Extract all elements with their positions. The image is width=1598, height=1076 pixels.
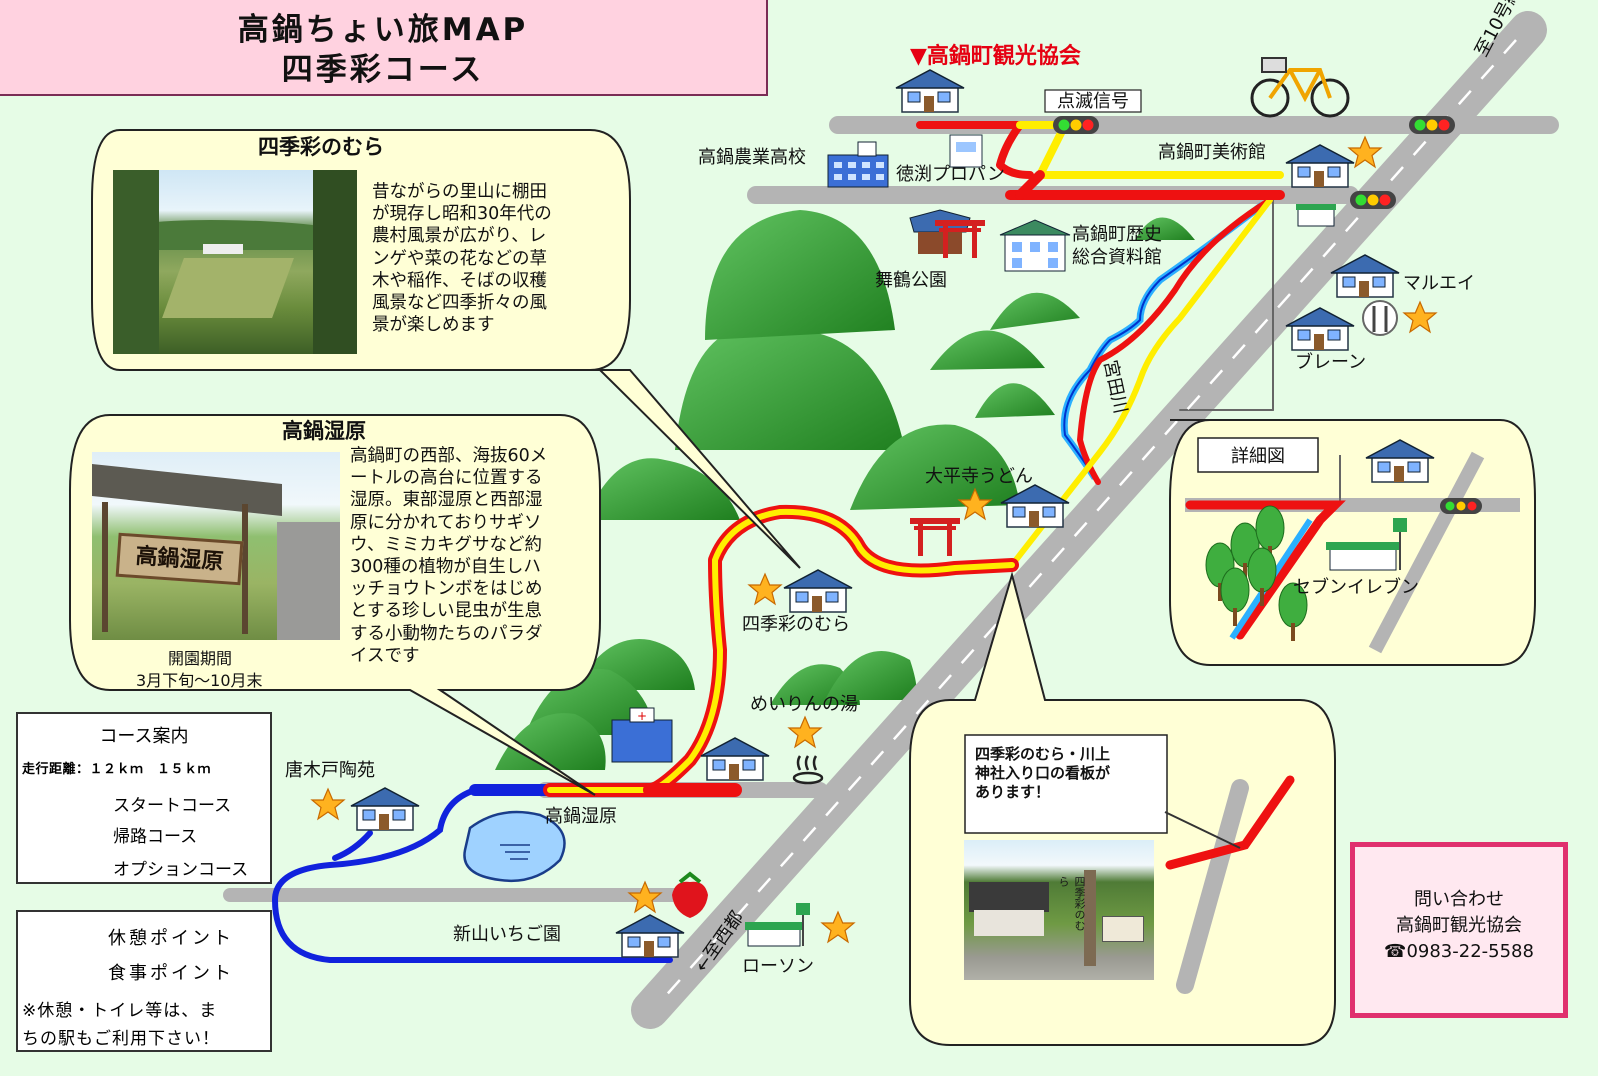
bicycle-icon [1250, 57, 1350, 118]
pottery-label: 唐木戸陶苑 [285, 760, 375, 781]
meal-icon-brain [1362, 300, 1398, 336]
agri-school-label: 高鍋農業高校 [698, 147, 806, 168]
rest-star-lawson [821, 911, 855, 943]
spa-building [700, 737, 770, 781]
tourism-association-building [895, 69, 965, 113]
map-title: 高鍋ちょい旅MAP 四季彩コース [0, 0, 768, 96]
brain-label: ブレーン [1295, 351, 1366, 373]
rest-star-brain [1403, 301, 1437, 333]
rest-star-spa [788, 716, 822, 748]
svg-text:+: + [637, 709, 647, 723]
option-course [271, 784, 673, 963]
hills [495, 210, 1195, 770]
legend-note-1: ※休憩・トイレ等は、ま [22, 1001, 218, 1021]
shrine-building [909, 209, 985, 258]
propane-label: 徳渕プロパン [896, 164, 1005, 185]
river-label: 宮田川 [1099, 358, 1131, 415]
rest-star-strawberry [628, 881, 662, 913]
marsh-pond [463, 810, 566, 882]
tourism-association-label: ▼高鍋町観光協会 [910, 43, 1081, 69]
contact-tel: ☎0983-22-5588 [1384, 941, 1534, 962]
legend-start-course: スタートコース [113, 796, 232, 816]
history-museum-label-1: 高鍋町歴史 [1072, 224, 1162, 245]
strawberry-farm-building [615, 914, 685, 958]
sign-note-diagram [964, 734, 1295, 994]
legend-note-2: ちの駅もご利用下さい！ [22, 1029, 220, 1049]
marsh-label: 高鍋湿原 [545, 806, 617, 827]
legend-title: コース案内 [99, 726, 189, 747]
strawberry-farm-label: 新山いちご園 [453, 924, 561, 945]
traffic-light-1 [1053, 116, 1099, 134]
title-line1: 高鍋ちょい旅MAP [237, 12, 529, 48]
small-shop-building [1296, 204, 1336, 227]
onsen-icon [792, 755, 824, 785]
shitsugen-photo: 高鍋湿原 [92, 452, 340, 640]
sign-note-sign-text: 四季彩のむら [1057, 876, 1086, 931]
history-museum-building [999, 219, 1071, 272]
traffic-light-2 [1409, 116, 1455, 134]
lawson-label: ローソン [742, 956, 814, 977]
detail-map [1185, 437, 1520, 654]
legend-meal-point: 食事ポイント [108, 963, 234, 984]
rest-star-pottery [311, 788, 345, 820]
blinking-signal-label: 点滅信号 [1057, 91, 1129, 112]
art-museum-label: 高鍋町美術館 [1158, 142, 1266, 163]
period-value: 3月下旬～10月末 [136, 671, 263, 690]
sign-note-photo: 四季彩のむら [964, 840, 1154, 980]
shitsugen-description: 高鍋町の西部、海抜60メ ートルの高台に位置する 湿原。東部湿原と西部湿 原に分… [350, 446, 548, 666]
history-museum-label-2: 総合資料館 [1072, 247, 1162, 268]
seven-eleven-label: セブンイレブン [1293, 576, 1419, 598]
shikisai-title: 四季彩のむら [258, 135, 384, 159]
sign-note-text: 四季彩のむら・川上 神社入り口の看板が あります！ [975, 745, 1111, 801]
traffic-light-3 [1350, 191, 1396, 209]
course-routes [543, 121, 1285, 797]
propane-building [949, 134, 983, 168]
udon-label: 大平寺うどん [925, 466, 1033, 487]
shikisai-photo [113, 170, 357, 354]
shikisai-mura-label: 四季彩のむら [742, 614, 850, 635]
legend-distance: 走行距離：１２ｋｍ １５ｋｍ [22, 762, 212, 777]
pottery-building [350, 787, 420, 831]
spa-label: めいりんの湯 [750, 694, 858, 715]
rest-star-shikisai [748, 573, 782, 605]
shitsugen-sign-text: 高鍋湿原 [134, 542, 225, 576]
contact-org: 高鍋町観光協会 [1396, 915, 1522, 936]
shikisai-house [783, 569, 853, 613]
contact-heading: 問い合わせ [1414, 889, 1504, 910]
legend-return-course: 帰路コース [113, 827, 198, 847]
legend-option-course: オプションコース [113, 860, 249, 880]
course-legend: コース案内 走行距離：１２ｋｍ １５ｋｍ スタートコース 帰路コース オプション… [16, 712, 272, 884]
maizuru-park-label: 舞鶴公園 [875, 270, 947, 291]
shitsugen-title: 高鍋湿原 [282, 419, 366, 443]
point-legend: 休憩ポイント 食事ポイント ※休憩・トイレ等は、ま ちの駅もご利用下さい！ [16, 910, 272, 1052]
contact-box: 問い合わせ 高鍋町観光協会 ☎0983-22-5588 [1350, 842, 1568, 1018]
strawberry-icon [672, 871, 708, 918]
period-label: 開園期間 [168, 649, 233, 668]
art-museum-building [1285, 144, 1355, 188]
marue-label: マルエイ [1403, 273, 1475, 294]
shikisai-description: 昔ながらの里山に棚田 が現存し昭和30年代の 農村風景が広がり、レ ンゲや菜の花… [372, 182, 552, 336]
title-line2: 四季彩コース [281, 52, 485, 88]
legend-rest-point: 休憩ポイント [108, 928, 234, 949]
lawson-building [745, 903, 810, 947]
detail-map-label: 詳細図 [1231, 446, 1285, 467]
school-building [827, 141, 889, 188]
torii-icon [910, 518, 960, 556]
hospital-building: + [611, 707, 673, 763]
